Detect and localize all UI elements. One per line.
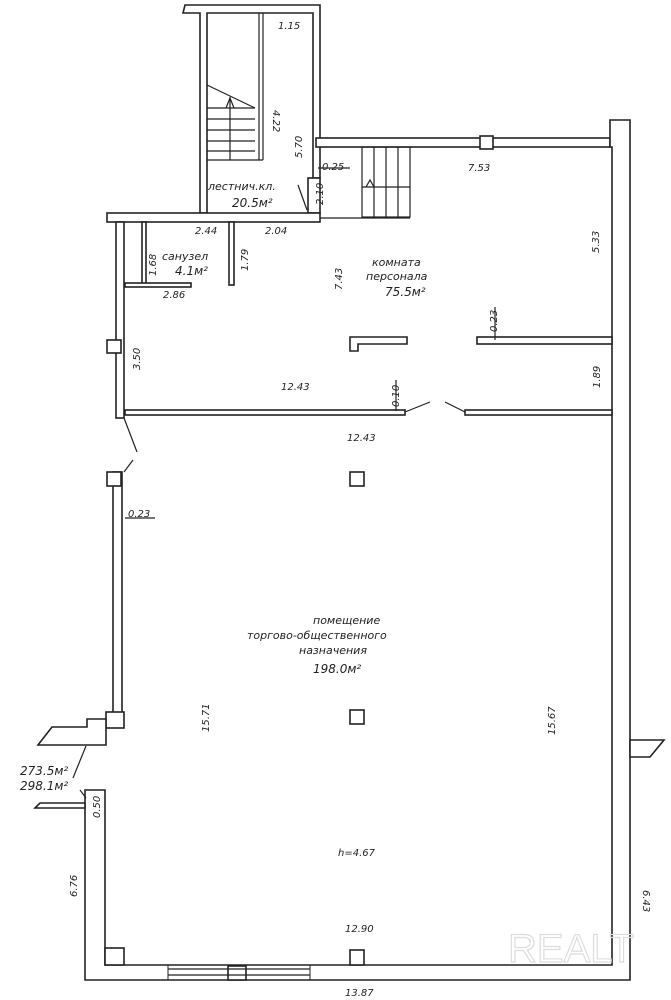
stairwell-walls <box>181 4 321 214</box>
dimension-label: 13.87 <box>345 988 374 999</box>
dimension-label: 7.43 <box>334 268 345 290</box>
staff-room-name-1: комната <box>372 256 421 269</box>
dimension-label: 5.33 <box>591 231 602 253</box>
bathroom-partition <box>124 282 192 288</box>
partition <box>464 409 613 416</box>
stairwell-name: лестнич.кл. <box>207 180 276 193</box>
main-hall-name-3: назначения <box>299 644 367 657</box>
bathroom-partition <box>228 221 235 286</box>
dimension-label: 12.90 <box>345 924 374 935</box>
bathroom-partition <box>141 221 147 287</box>
dimension-label: 2.10 <box>315 183 326 205</box>
main-hall-area: 198.0м² <box>313 662 361 676</box>
ceiling-height: h=4.67 <box>338 848 376 859</box>
leader-line <box>297 184 308 211</box>
dimension-label: 12.43 <box>281 382 310 393</box>
entrance-ramp <box>33 802 86 809</box>
dimension-label: 6.76 <box>69 875 80 897</box>
door-leaf <box>404 401 431 413</box>
door-leaf <box>444 401 466 413</box>
main-hall-name-1: помещение <box>313 614 380 627</box>
partition <box>124 409 406 416</box>
left-wall-middle <box>112 471 123 718</box>
top-wall <box>315 137 611 148</box>
left-pier <box>105 711 125 729</box>
bathroom-name: санузел <box>162 250 208 263</box>
partition-column <box>349 336 408 352</box>
partition <box>476 336 613 345</box>
column <box>349 949 365 966</box>
dimension-label: 1.68 <box>148 254 159 276</box>
dimension-label: 7.53 <box>468 163 490 174</box>
dimension-label: 15.71 <box>201 703 212 732</box>
window-frame <box>167 964 311 981</box>
column <box>227 965 247 981</box>
dimension-label: 2.44 <box>195 226 217 237</box>
dimension-label: 1.79 <box>240 249 251 271</box>
leader-line <box>72 745 87 779</box>
dimension-label: 15.67 <box>547 706 558 735</box>
dimension-label: 6.43 <box>640 890 651 912</box>
dimension-label: 12.43 <box>347 433 376 444</box>
dimension-label: 0.50 <box>92 796 103 818</box>
watermark: REALT <box>508 927 634 971</box>
dimension-label: 5.70 <box>294 136 305 158</box>
staircase-1 <box>206 13 264 161</box>
dimension-label: 0.23 <box>489 310 500 332</box>
dimension-label: 2.04 <box>265 226 287 237</box>
column <box>104 947 125 966</box>
entrance-step <box>36 718 107 746</box>
door-leaf <box>123 417 138 453</box>
dimension-label: 1.89 <box>592 366 603 388</box>
staff-room-area: 75.5м² <box>385 285 426 299</box>
leader-line <box>79 789 87 799</box>
column <box>349 709 365 725</box>
staircase-2 <box>361 146 411 218</box>
left-pier <box>106 339 122 354</box>
stairwell-bottom-wall <box>106 212 321 223</box>
left-pier <box>106 471 122 487</box>
total-area-1: 273.5м² <box>20 764 68 778</box>
dimension-label: 0.25 <box>322 162 344 173</box>
door-leaf <box>123 459 134 473</box>
dimension-label: 2.86 <box>163 290 185 301</box>
dimension-label: 3.50 <box>132 348 143 370</box>
dimension-label: 4.22 <box>270 110 281 132</box>
dimension-label: 0.10 <box>391 385 402 407</box>
left-wall-upper <box>115 221 125 419</box>
dimension-label: 1.15 <box>278 21 300 32</box>
right-wall <box>84 119 631 981</box>
column <box>349 471 365 487</box>
dimension-label: 0.23 <box>128 509 150 520</box>
main-hall-name-2: торгово-общественного <box>247 629 387 642</box>
staff-room-name-2: персонала <box>366 270 428 283</box>
column <box>479 135 494 150</box>
stairwell-area: 20.5м² <box>232 196 273 210</box>
total-area-2: 298.1м² <box>20 779 68 793</box>
ramp-right <box>629 739 666 758</box>
bathroom-area: 4.1м² <box>175 264 208 278</box>
